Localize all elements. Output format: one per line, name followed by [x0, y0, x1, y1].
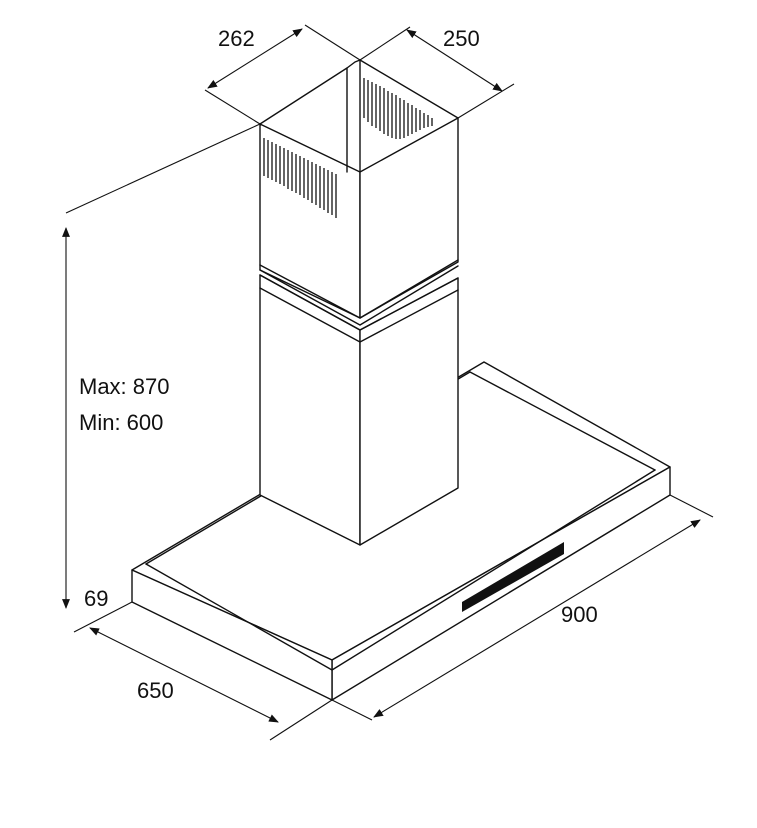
- label-canopy-thickness: 69: [84, 586, 109, 611]
- dim-depth-line: [89, 627, 279, 723]
- upper-chimney: [259, 59, 459, 326]
- vent-grill-inner: [363, 78, 433, 139]
- label-chimney-width: 262: [218, 26, 255, 51]
- vent-grill-left: [263, 138, 337, 218]
- label-depth: 650: [137, 678, 174, 703]
- dim-chimney-depth-line: [406, 29, 503, 92]
- label-width: 900: [561, 602, 598, 627]
- label-height-max: Max: 870: [79, 374, 170, 399]
- label-chimney-depth: 250: [443, 26, 480, 51]
- upper-chimney-right-face: [359, 117, 459, 319]
- dim-width-line: [373, 519, 701, 718]
- lower-chimney: [259, 274, 459, 546]
- label-height-min: Min: 600: [79, 410, 164, 435]
- dimension-lines: [62, 24, 714, 741]
- dim-chimney-width-line: [207, 28, 303, 89]
